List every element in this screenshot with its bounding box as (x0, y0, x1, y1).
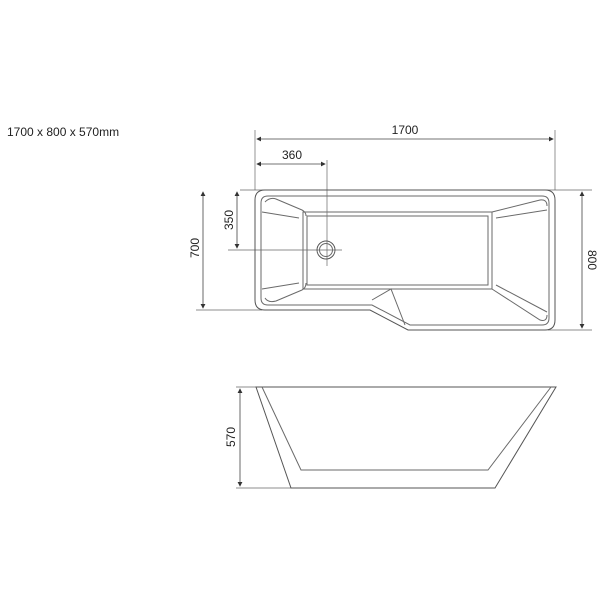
right-end-slope-bottom (491, 288, 548, 321)
outer-profile (255, 386, 557, 489)
shower-step (371, 288, 406, 326)
dimension-350: 350 (222, 191, 240, 249)
right-end-slope-bottom-inner (495, 284, 548, 313)
dimension-label-width-right: 800 (585, 250, 599, 270)
dimension-label-width-left: 700 (188, 238, 202, 258)
inner-profile (261, 386, 552, 471)
dimension-800: 800 (579, 191, 599, 329)
dimension-360: 360 (256, 148, 326, 167)
overall-size-label: 1700 x 800 x 570mm (7, 125, 120, 139)
left-end-slope-top (264, 197, 307, 217)
basin-floor (302, 211, 493, 290)
top-view (196, 130, 592, 331)
left-end-slope-bottom-inner (261, 282, 300, 290)
right-end-slope-top (491, 199, 548, 213)
drain-icon (316, 240, 336, 260)
dimension-label-height: 570 (224, 427, 238, 447)
basin-floor-inner (306, 215, 489, 286)
side-view (236, 386, 557, 489)
outer-rim (254, 189, 556, 331)
dimension-label-drain-x: 360 (282, 148, 302, 162)
dimension-700: 700 (188, 191, 206, 309)
dimension-label-length: 1700 (392, 123, 419, 137)
left-end-slope-top-inner (261, 211, 300, 219)
drain-inner-ring (319, 243, 333, 257)
inner-rim (260, 195, 550, 326)
left-end-slope-bottom (264, 282, 307, 303)
dimension-570: 570 (224, 388, 243, 487)
dimension-1700: 1700 (256, 123, 554, 142)
dimension-label-drain-y: 350 (222, 210, 236, 230)
right-end-slope-top-inner (495, 209, 548, 219)
